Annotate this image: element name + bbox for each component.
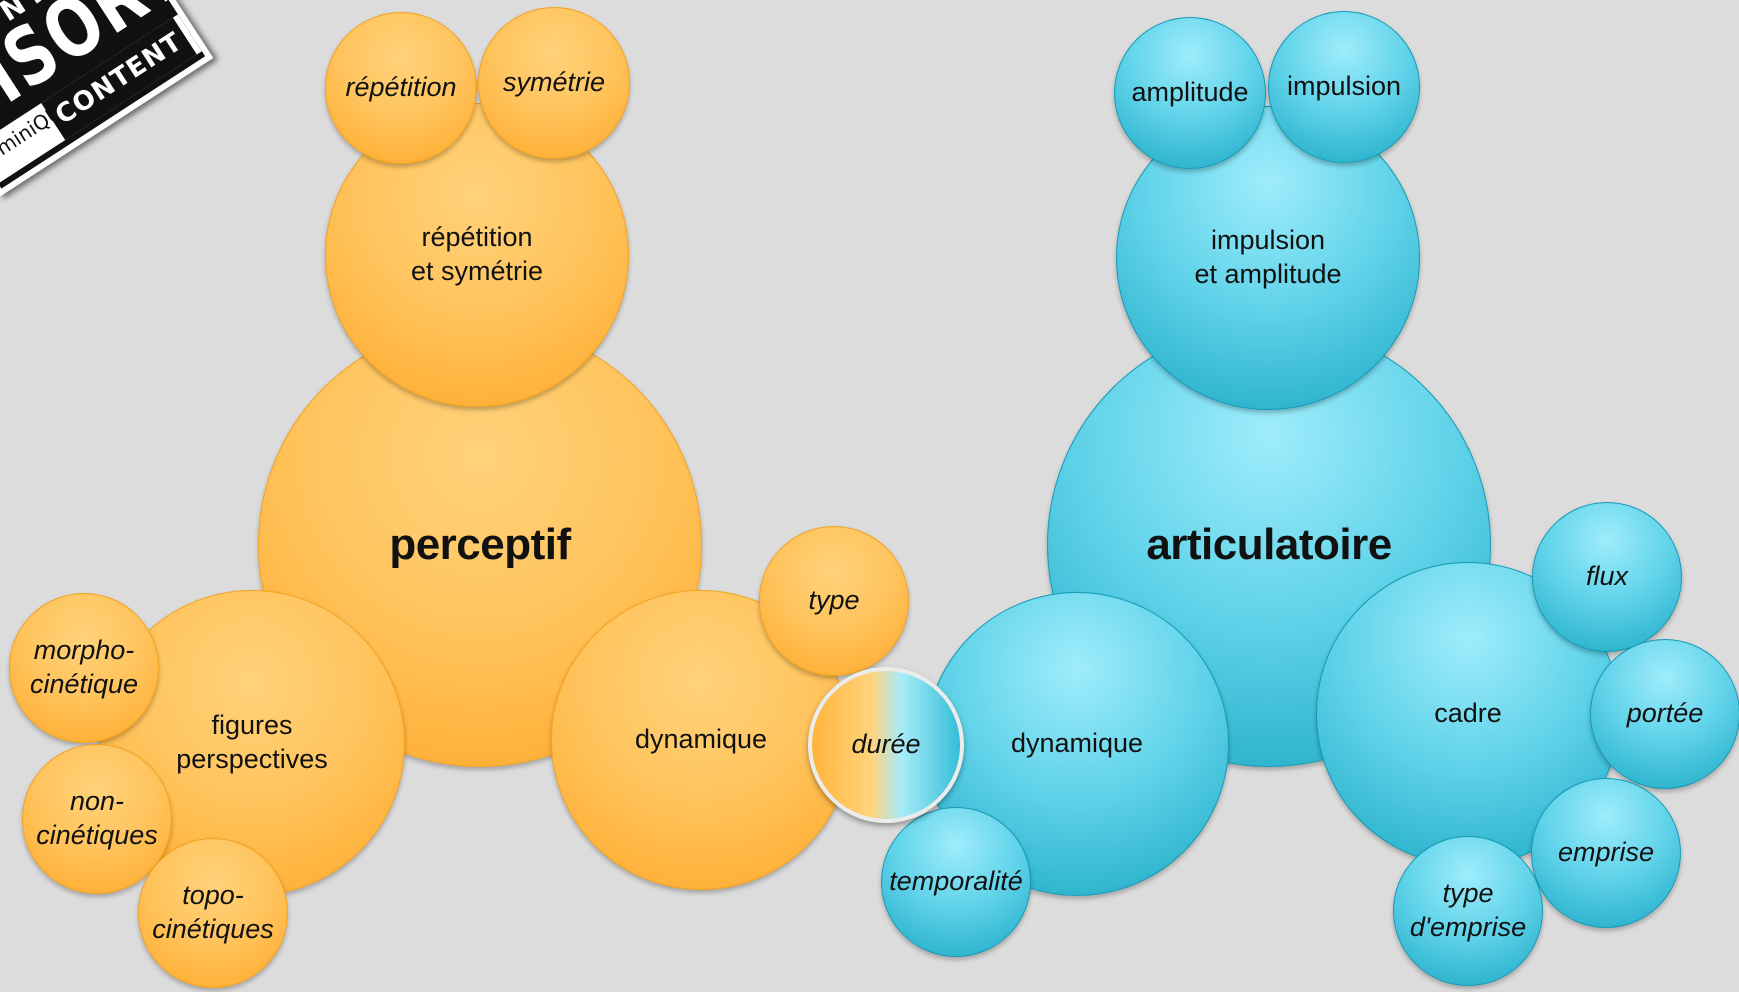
bubble-label: emprise xyxy=(1557,837,1655,868)
bubble-label: impulsion et amplitude xyxy=(1194,225,1342,289)
bubble-temporalite: temporalité xyxy=(881,807,1031,957)
bubble-type-emprise: type d'emprise xyxy=(1393,836,1543,986)
bubble-impulsion: impulsion xyxy=(1268,11,1420,163)
bubble-emprise: emprise xyxy=(1531,778,1681,928)
bubble-label: perceptif xyxy=(389,520,571,569)
bubble-dynamique-articulatoire: dynamique xyxy=(925,592,1229,896)
bubble-amplitude: amplitude xyxy=(1114,17,1266,169)
bubble-label: type d'emprise xyxy=(1409,878,1527,942)
bubble-label: dynamique xyxy=(634,724,768,755)
bubble-label: cadre xyxy=(1434,698,1502,729)
bubble-label: amplitude xyxy=(1131,77,1249,108)
bubble-label: non- cinétiques xyxy=(36,786,158,850)
bubble-label: topo- cinétiques xyxy=(152,880,274,944)
bubble-flux: flux xyxy=(1532,502,1682,652)
bubble-label: dynamique xyxy=(1010,728,1144,759)
bubble-label: morpho- cinétique xyxy=(29,635,139,699)
bubble-type: type xyxy=(759,526,909,676)
bubble-label: articulatoire xyxy=(1146,520,1392,569)
bubble-topo-cinetiques: topo- cinétiques xyxy=(138,838,288,988)
bubble-label: figures perspectives xyxy=(176,710,328,774)
bubble-symetrie: symétrie xyxy=(478,7,630,159)
bubble-repetition-symetrie: répétition et symétrie xyxy=(325,103,629,407)
bubble-label: portée xyxy=(1626,698,1704,729)
bubble-non-cinetiques: non- cinétiques xyxy=(22,744,172,894)
bubble-label: répétition xyxy=(345,72,457,103)
bubble-morpho-cinetique: morpho- cinétique xyxy=(9,593,159,743)
bubble-portee: portée xyxy=(1590,639,1739,789)
bubble-label: type xyxy=(808,585,860,616)
bubble-label: impulsion xyxy=(1286,71,1402,102)
bubble-label: durée xyxy=(851,729,921,760)
bubble-duree: durée xyxy=(808,667,964,823)
bubble-label: répétition et symétrie xyxy=(410,222,544,286)
bubble-label: symétrie xyxy=(502,67,605,98)
bubble-repetition: répétition xyxy=(325,12,477,164)
bubble-label: flux xyxy=(1585,561,1629,592)
bubble-label: temporalité xyxy=(889,866,1023,897)
